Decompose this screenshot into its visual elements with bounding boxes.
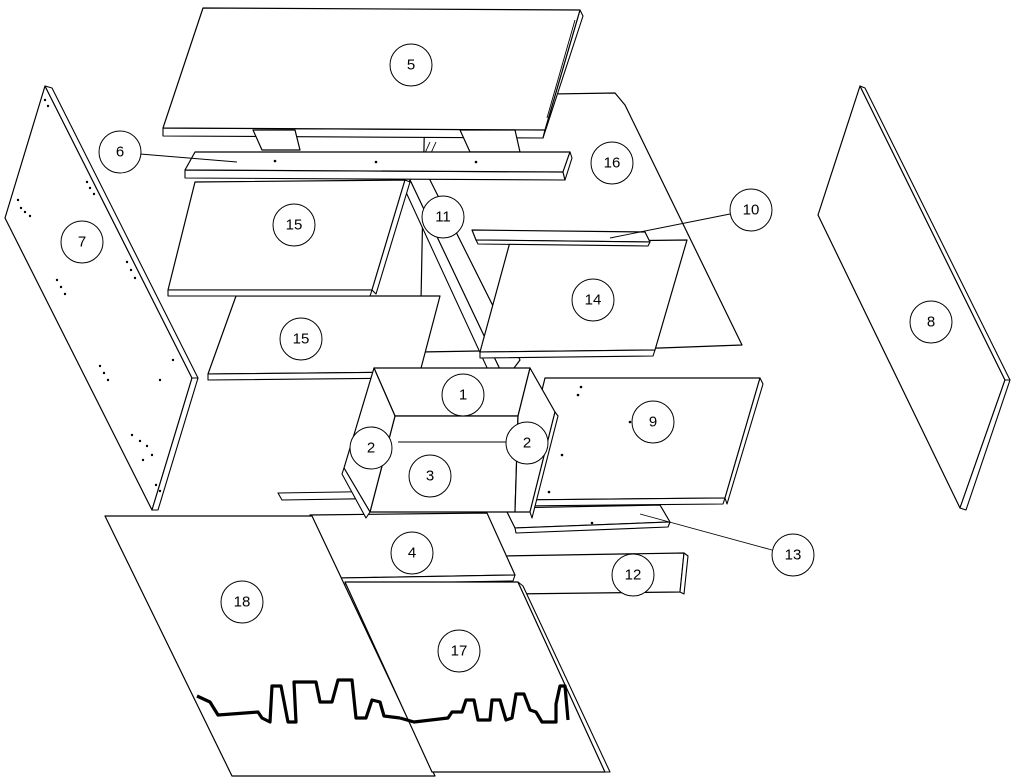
callout-label: 4 [408, 545, 416, 562]
part-18-left-door [104, 515, 436, 777]
leader-lines [139, 153, 773, 551]
part-10-rail [471, 229, 651, 247]
callout-2-right: 2 [505, 421, 549, 465]
callout-label: 13 [785, 547, 802, 564]
callout-label: 14 [585, 292, 602, 309]
callout-9: 9 [631, 400, 675, 444]
callout-3: 3 [408, 454, 452, 498]
part-15-lower-shelf [207, 295, 441, 381]
callout-label: 16 [604, 155, 621, 172]
callout-label: 12 [625, 567, 642, 584]
callout-label: 8 [927, 314, 935, 331]
callout-2-left: 2 [349, 426, 393, 470]
callout-17: 17 [437, 629, 481, 673]
callout-15-upper: 15 [272, 203, 316, 247]
callout-label: 3 [426, 468, 434, 485]
callout-label: 17 [451, 643, 468, 660]
callout-18: 18 [220, 580, 264, 624]
callout-12: 12 [611, 553, 655, 597]
part-13-lower-rail [504, 504, 671, 534]
callout-label: 2 [367, 440, 375, 457]
part-7-left-side-panel [4, 85, 199, 511]
callout-label: 5 [407, 57, 415, 74]
callout-8: 8 [909, 300, 953, 344]
callout-1: 1 [441, 373, 485, 417]
callout-label: 9 [649, 414, 657, 431]
callout-label: 1 [459, 387, 467, 404]
callout-label: 18 [234, 594, 251, 611]
callout-10: 10 [729, 188, 773, 232]
callout-label: 7 [78, 234, 86, 251]
part-5-top-panel [162, 7, 584, 139]
callout-13: 13 [771, 533, 815, 577]
part-12-bottom-rail [499, 552, 689, 595]
callout-15-lower: 15 [279, 317, 323, 361]
callout-16: 16 [590, 141, 634, 185]
callout-4: 4 [390, 531, 434, 575]
callout-label: 11 [435, 209, 451, 226]
callout-label: 15 [286, 217, 303, 234]
door-17-handle-cutout [399, 684, 570, 724]
part-9-right-shelf [514, 377, 764, 507]
callout-6: 6 [98, 130, 142, 174]
callout-7: 7 [60, 220, 104, 264]
callout-11: 11 [421, 195, 465, 239]
callout-label: 15 [293, 331, 310, 348]
part-6-front-rail [184, 151, 573, 181]
door-18-handle-cutout [196, 678, 401, 724]
callout-14: 14 [571, 278, 615, 322]
part-8-right-side-panel [817, 85, 1011, 511]
callout-label: 2 [523, 435, 531, 452]
callout-label: 10 [743, 202, 760, 219]
callout-5: 5 [389, 43, 433, 87]
callout-label: 6 [116, 144, 124, 161]
part-17-right-door [344, 581, 611, 773]
